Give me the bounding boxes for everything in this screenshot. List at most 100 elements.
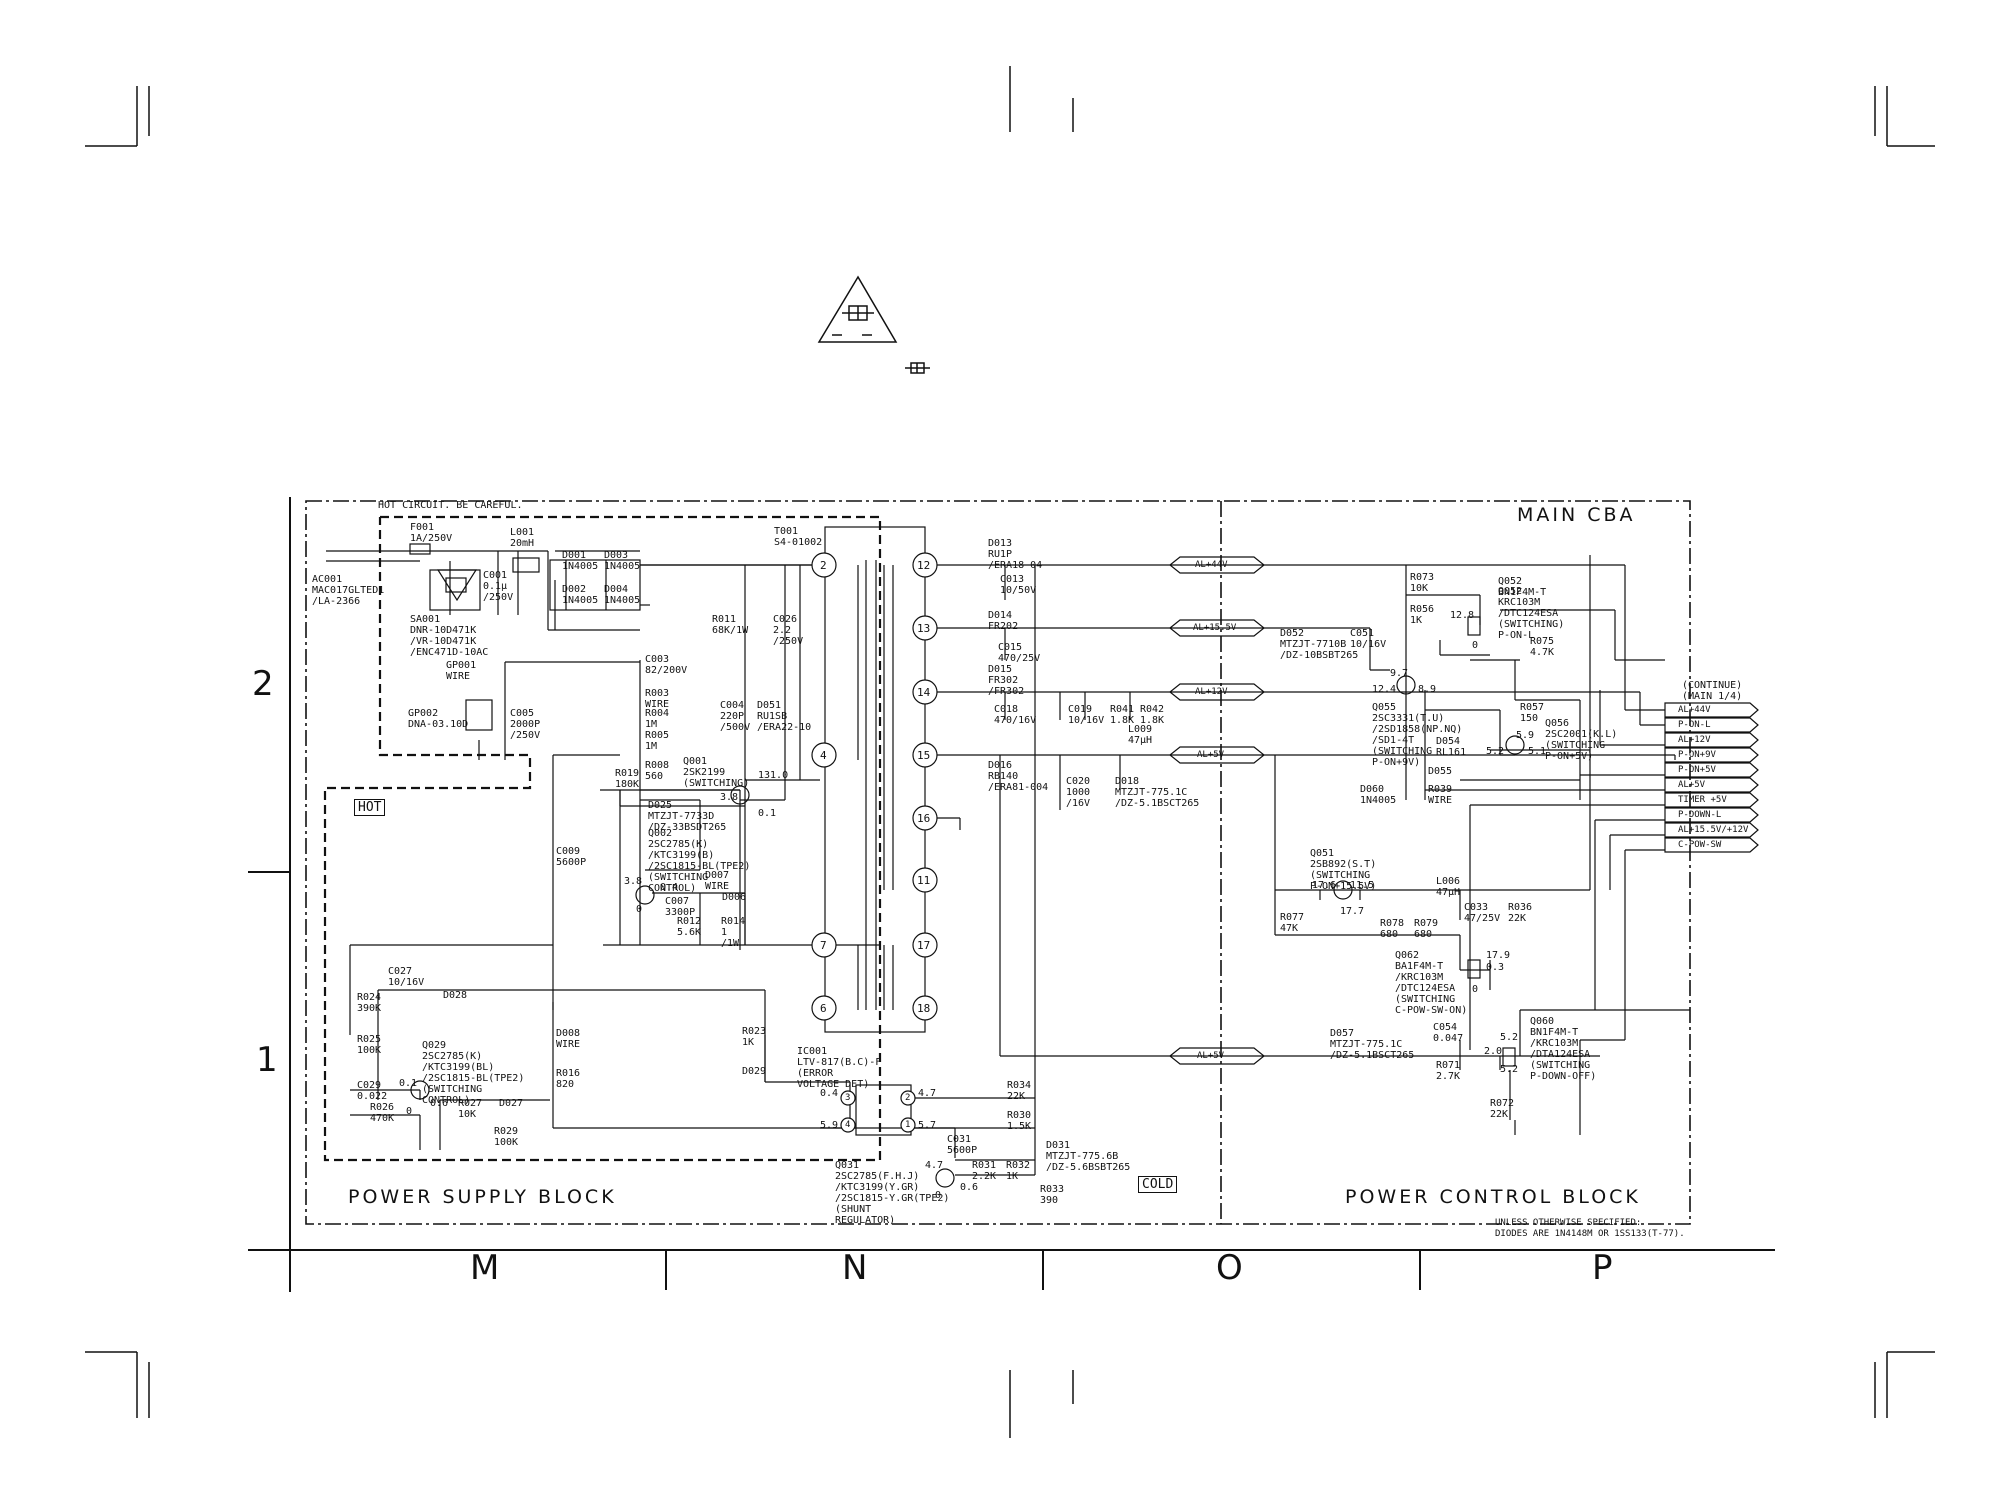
t001-pin-11: 11 (917, 874, 931, 887)
voltage-0-4-ic001: 0.4 (820, 1088, 839, 1099)
label-d006: D006 (722, 892, 747, 903)
label-sa001: SA001 DNR-10D471K /VR-10D471K /ENC471D-1… (410, 614, 489, 658)
ic001-pin-2: 2 (905, 1093, 911, 1103)
voltage-4-7-ic001: 4.7 (918, 1088, 937, 1099)
grid-col-o: O (1216, 1248, 1243, 1288)
label-q056: Q056 2SC2001(K.L) (SWITCHING P-ON+5V) (1545, 718, 1618, 762)
label-r030: R030 1.5K (1007, 1110, 1032, 1132)
power-control-wiring (1270, 555, 1690, 1135)
t001-pin-15: 15 (917, 749, 931, 762)
label-c009: C009 5600P (556, 846, 587, 868)
ic001-pin-4: 4 (845, 1120, 851, 1130)
diode-footnote: UNLESS OTHERWISE SPECIFIED: DIODES ARE 1… (1495, 1218, 1685, 1239)
label-r032: R032 1K (1006, 1160, 1031, 1182)
transformer-pin-circles (811, 552, 938, 1021)
label-r056: R056 1K (1410, 604, 1435, 626)
signal-p-on-9v: P-ON+9V (1678, 750, 1716, 760)
label-r025: R025 100K (357, 1034, 382, 1056)
voltage-0-1-q029: 0.1 (399, 1078, 418, 1089)
signal-al-5v: AL+5V (1678, 780, 1706, 790)
label-d031: D031 MTZJT-775.6B /DZ-5.6BSBT265 (1046, 1140, 1131, 1173)
label-c027: C027 10/16V (388, 966, 425, 988)
label-d004: D004 1N4005 (604, 584, 641, 606)
label-c051: C051 10/16V (1350, 628, 1387, 650)
t001-pin-2: 2 (820, 559, 827, 572)
label-q031: Q031 2SC2785(F.H.J) /KTC3199(Y.GR) /2SC1… (835, 1160, 950, 1226)
hot-tag: HOT (354, 799, 386, 816)
power-supply-block-title: POWER SUPPLY BLOCK (348, 1186, 617, 1208)
bus-al-12v: AL+12V (1195, 687, 1228, 697)
label-c007: C007 3300P (665, 896, 696, 918)
label-c026: C026 2.2 /250V (773, 614, 804, 647)
label-f001: F001 1A/250V (410, 522, 453, 544)
signal-c-pow-sw: C-POW-SW (1678, 840, 1722, 850)
label-r027: R027 10K (458, 1098, 483, 1120)
voltage-2-0: 2.0 (1484, 1046, 1503, 1057)
voltage-12-4: 12.4 (1372, 684, 1397, 695)
label-l009: L009 47µH (1128, 724, 1153, 746)
voltage-5-2-q060-a: 5.2 (1500, 1032, 1519, 1043)
right-connector (1664, 702, 1759, 853)
voltage-5-2-q056: 5.2 (1486, 746, 1505, 757)
label-l001: L001 20mH (510, 527, 535, 549)
label-d008: D008 WIRE (556, 1028, 581, 1050)
label-c003: C003 82/200V (645, 654, 688, 676)
label-gp002: GP002 DNA-03.10D (408, 708, 469, 730)
signal-p-on-l: P-ON-L (1678, 720, 1711, 730)
label-r029: R029 100K (494, 1126, 519, 1148)
voltage-3-8-q001: 3.8 (720, 792, 739, 803)
label-r031: R031 2.2K (972, 1160, 997, 1182)
label-c029: C029 0.022 (357, 1080, 388, 1102)
primary-switching (349, 754, 1035, 1150)
t001-pin-18: 18 (917, 1002, 931, 1015)
label-d060: D060 1N4005 (1360, 784, 1397, 806)
block-frames (305, 500, 1691, 1225)
label-q029: Q029 2SC2785(K) /KTC3199(BL) /2SC1815-BL… (422, 1040, 525, 1106)
voltage-8-9: 8.9 (1418, 684, 1437, 695)
signal-al-12v: AL+12V (1678, 735, 1711, 745)
t001-pin-4: 4 (820, 749, 827, 762)
signal-p-down-l: P-DOWN-L (1678, 810, 1722, 820)
label-c033: C033 47/25V (1464, 902, 1501, 924)
voltage-0-6-q029: 0.6 (430, 1098, 449, 1109)
label-c019: C019 10/16V (1068, 704, 1105, 726)
t001-pin-12: 12 (917, 559, 931, 572)
label-r071: R071 2.7K (1436, 1060, 1461, 1082)
crop-marks (85, 66, 1935, 1438)
grid-row-1: 1 (256, 1040, 278, 1080)
grid-row-2: 2 (252, 664, 274, 704)
voltage-5-1-q056: 5.1 (1528, 746, 1547, 757)
voltage-17-6: 17.6 (1312, 880, 1337, 891)
label-c054: C054 0.047 (1433, 1022, 1464, 1044)
label-r026: R026 470K (370, 1102, 395, 1124)
label-c020: C020 1000 /16V (1066, 776, 1091, 809)
label-q062: Q062 BA1F4M-T /KRC103M /DTC124ESA (SWITC… (1395, 950, 1468, 1016)
caution-symbol (817, 275, 930, 374)
label-c018: C018 470/16V (994, 704, 1037, 726)
label-r003: R003 WIRE (645, 688, 670, 710)
grid-col-n: N (842, 1248, 868, 1288)
label-r014: R014 1 /1W (721, 916, 746, 949)
label-r075: R075 4.7K (1530, 636, 1555, 658)
ac-input-wiring (326, 543, 640, 760)
label-r079: R079 680 (1414, 918, 1439, 940)
voltage-0-3: 0.3 (1486, 962, 1505, 973)
signal-al-15-5v-12v: AL+15.5V/+12V (1678, 825, 1749, 835)
label-d016: D016 RB140 /ERA81-004 (988, 760, 1049, 793)
label-d057: D057 MTZJT-775.1C /DZ-5.1BSCT265 (1330, 1028, 1415, 1061)
power-control-block-title: POWER CONTROL BLOCK (1345, 1186, 1641, 1208)
label-r073: R073 10K (1410, 572, 1435, 594)
label-r012: R012 5.6K (677, 916, 702, 938)
voltage-0-q031: 0 (935, 1190, 942, 1201)
label-r024: R024 390K (357, 992, 382, 1014)
label-ic001: IC001 LTV-817(B.C)-F (ERROR VOLTAGE DET) (797, 1046, 882, 1090)
label-r011: R011 68K/1W (712, 614, 749, 636)
label-l006: L006 47µH (1436, 876, 1461, 898)
voltage-0-1-q001: 0.1 (758, 808, 777, 819)
label-d027: D027 (499, 1098, 524, 1109)
label-t001: T001 S4-01002 (774, 526, 823, 548)
label-d003: D003 1N4005 (604, 550, 641, 572)
voltage-0-4-q002: 0.4 (660, 882, 679, 893)
t001-pin-14: 14 (917, 686, 931, 699)
